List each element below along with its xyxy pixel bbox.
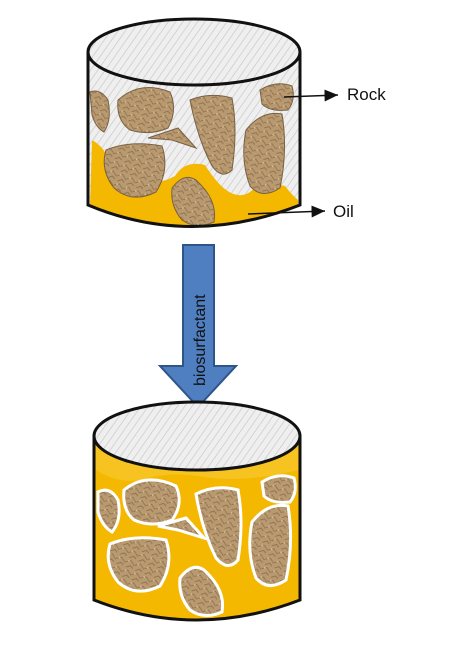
rock-shape [171,176,216,226]
rock-shape [147,127,198,150]
rock-shape [194,486,243,567]
rock-pointer-arrow [283,89,339,102]
rock-shape [89,90,110,133]
oil-label: Oil [333,202,354,221]
bottom-cylinder-lid [92,400,302,472]
rock-shape [189,94,236,175]
rock-shape [157,516,209,542]
bottom-cylinder-outline [92,436,302,622]
top-cylinder [86,17,302,228]
bottom-cylinder [92,400,302,622]
rock-shape [178,565,225,617]
rock-shape [243,112,286,194]
bottom-rocks [96,474,297,617]
rock-shape [106,536,171,593]
process-label: biosurfactant [192,294,209,386]
process-arrow-shape [157,244,239,409]
oil-pointer-arrow [247,205,326,218]
top-cylinder-outline [86,52,302,228]
rock-shape [259,83,294,111]
rock-shape [260,474,297,504]
top-rocks [89,83,294,226]
rock-shape [122,478,181,526]
rock-shape [103,143,166,198]
rock-shape [96,488,121,534]
rock-shape [248,503,293,587]
process-arrow: biosurfactant [157,244,239,409]
rock-shape [117,87,174,134]
rock-label: Rock [347,85,386,104]
top-cylinder-lid [86,17,302,87]
